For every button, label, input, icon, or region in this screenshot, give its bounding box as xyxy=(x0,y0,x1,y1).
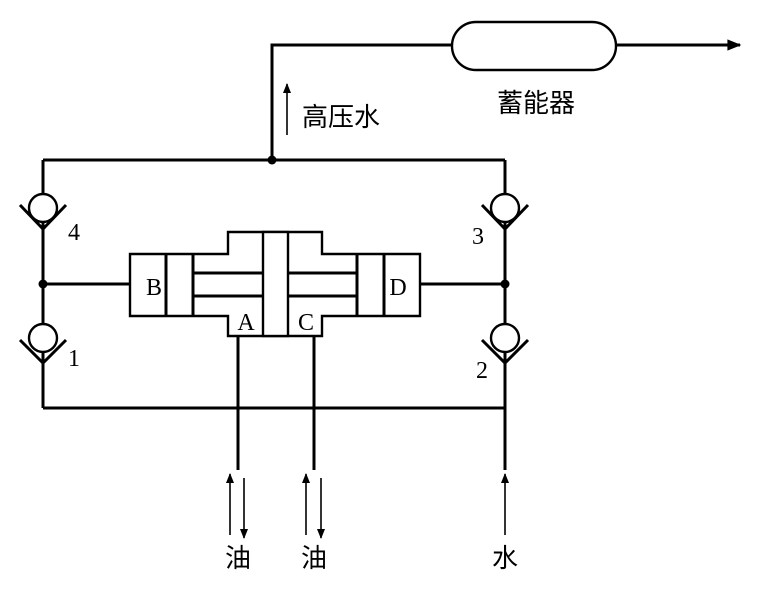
accumulator-label: 蓄能器 xyxy=(497,89,575,119)
valve-3-label: 3 xyxy=(472,224,484,250)
chamber-c-label: C xyxy=(298,310,314,336)
oil-label-left: 油 xyxy=(225,544,251,574)
valve-1-label: 1 xyxy=(68,346,80,372)
chamber-b-label: B xyxy=(146,275,162,301)
high-pressure-water-label: 高压水 xyxy=(302,103,380,133)
check-valve-1 xyxy=(18,322,68,366)
water-label: 水 xyxy=(492,544,518,574)
oil-a-flow-arrows xyxy=(226,473,248,539)
valve-4-label: 4 xyxy=(68,220,80,246)
chamber-a-label: A xyxy=(237,310,255,336)
oil-c-flow-arrows xyxy=(302,473,325,539)
junction-dot xyxy=(500,279,510,289)
oil-label-right: 油 xyxy=(301,544,327,574)
junction-dot xyxy=(38,279,48,289)
check-valve-4 xyxy=(18,192,68,232)
intensifier-cylinder xyxy=(128,230,422,338)
check-valve-2 xyxy=(480,322,530,366)
high-pressure-line xyxy=(270,39,742,160)
chamber-d-label: D xyxy=(389,275,406,301)
valve-2-label: 2 xyxy=(476,358,488,384)
junction-dot xyxy=(267,155,277,165)
check-valve-3 xyxy=(480,192,530,232)
accumulator-vessel xyxy=(450,20,618,72)
